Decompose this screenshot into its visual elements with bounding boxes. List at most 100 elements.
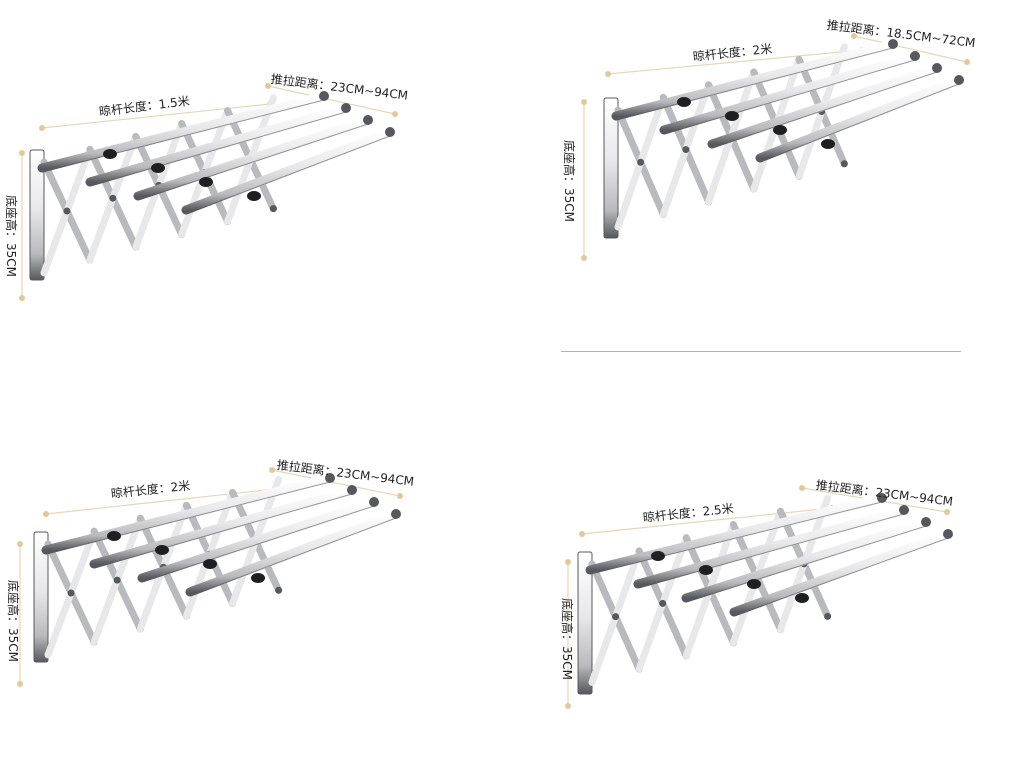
drying-pole bbox=[181, 127, 395, 215]
pole-end-cap bbox=[325, 473, 335, 483]
dimension-line bbox=[271, 469, 401, 497]
dimension-dot bbox=[269, 467, 275, 473]
dimension-dot bbox=[265, 83, 271, 89]
wall-bracket bbox=[603, 97, 619, 239]
pivot-bolt bbox=[67, 589, 75, 597]
pivot-bolt bbox=[63, 207, 71, 215]
dimension-line bbox=[607, 49, 863, 75]
pole-end-cap bbox=[877, 493, 887, 503]
pole-end-cap bbox=[385, 127, 395, 137]
drying-pole bbox=[37, 91, 329, 173]
pole-clamp bbox=[677, 97, 691, 107]
drying-pole bbox=[659, 51, 920, 135]
wall-bracket bbox=[33, 531, 49, 663]
dimension-dot bbox=[579, 531, 585, 537]
pole-end-cap bbox=[910, 51, 920, 61]
dimension-dot bbox=[17, 681, 23, 687]
dimension-line bbox=[267, 85, 396, 115]
product-panel-4: 晾杆长度：2.5米 推拉距离：23CM~94CM 底座高：35CM bbox=[512, 384, 1024, 768]
drying-rack-image bbox=[17, 467, 403, 687]
pole-end-cap bbox=[347, 485, 357, 495]
drying-rack-image bbox=[565, 485, 953, 709]
drying-pole bbox=[89, 485, 357, 569]
pole-clamp bbox=[651, 551, 665, 561]
pole-clamp bbox=[251, 573, 265, 583]
pole-end-cap bbox=[932, 63, 942, 73]
dimension-dot bbox=[565, 559, 571, 565]
pole-shadow bbox=[185, 135, 391, 215]
pivot-bolt bbox=[269, 205, 277, 213]
pole-end-cap bbox=[943, 529, 953, 539]
dimension-dot bbox=[19, 295, 25, 301]
pole-end-cap bbox=[954, 75, 964, 85]
pole-clamp bbox=[203, 559, 217, 569]
drying-rack-image bbox=[19, 83, 398, 301]
pole-shadow bbox=[711, 71, 938, 149]
dimension-dot bbox=[605, 71, 611, 77]
dimension-line bbox=[45, 488, 276, 515]
base-height-label: 底座高：35CM bbox=[6, 580, 20, 663]
pole-end-cap bbox=[369, 497, 379, 507]
drying-pole bbox=[611, 39, 898, 121]
pole-shadow bbox=[137, 123, 369, 201]
dimension-dot bbox=[851, 33, 857, 39]
pole-shadow bbox=[141, 505, 375, 583]
product-panel-1: 晾杆长度：1.5米 推拉距离：23CM~94CM 底座高：35CM bbox=[0, 0, 512, 384]
wall-bracket bbox=[577, 551, 593, 695]
pole-clamp bbox=[199, 177, 213, 187]
pole-clamp bbox=[773, 125, 787, 135]
pole-shadow bbox=[93, 493, 353, 569]
drying-pole bbox=[707, 63, 942, 149]
drying-pole bbox=[137, 497, 379, 583]
drying-pole bbox=[729, 529, 953, 617]
pole-shadow bbox=[733, 537, 949, 617]
product-panel-3: 晾杆长度：2米 推拉距离：23CM~94CM 底座高：35CM bbox=[0, 384, 512, 768]
product-panel-2: 晾杆长度：2米 推拉距离：18.5CM~72CM 底座高：35CM bbox=[512, 0, 1024, 384]
pole-clamp bbox=[795, 593, 809, 603]
dimension-dot bbox=[944, 509, 950, 515]
drying-pole bbox=[85, 103, 351, 187]
pole-shadow bbox=[89, 111, 347, 187]
pole-shadow bbox=[663, 59, 916, 135]
drying-pole bbox=[41, 473, 335, 555]
pole-clamp bbox=[747, 579, 761, 589]
pole-end-cap bbox=[921, 517, 931, 527]
pole-clamp bbox=[247, 191, 261, 201]
pivot-bolt bbox=[840, 160, 848, 168]
divider-line bbox=[561, 351, 961, 352]
pole-end-cap bbox=[899, 505, 909, 515]
pivot-bolt bbox=[113, 576, 121, 584]
pole-clamp bbox=[155, 545, 169, 555]
pole-clamp bbox=[725, 111, 739, 121]
pivot-bolt bbox=[824, 612, 832, 620]
drying-pole bbox=[681, 517, 931, 603]
drying-pole bbox=[185, 509, 401, 597]
pole-shadow bbox=[685, 525, 927, 603]
base-height-label: 底座高：35CM bbox=[560, 598, 574, 681]
pole-end-cap bbox=[319, 91, 329, 101]
pole-shadow bbox=[589, 501, 883, 575]
pole-end-cap bbox=[363, 115, 373, 125]
pole-end-cap bbox=[888, 39, 898, 49]
dimension-line bbox=[853, 35, 968, 63]
pole-clamp bbox=[107, 531, 121, 541]
pole-clamp bbox=[821, 139, 835, 149]
dimension-line bbox=[41, 103, 271, 129]
dimension-dot bbox=[964, 59, 970, 65]
dimension-dot bbox=[392, 111, 398, 117]
drying-pole bbox=[585, 493, 887, 575]
base-height-label: 底座高：35CM bbox=[4, 195, 18, 278]
dimension-dot bbox=[799, 485, 805, 491]
drying-pole bbox=[755, 75, 964, 163]
pole-shadow bbox=[41, 99, 325, 173]
pole-shadow bbox=[615, 47, 894, 121]
pole-clamp bbox=[103, 149, 117, 159]
pivot-bolt bbox=[612, 613, 620, 621]
pole-shadow bbox=[637, 513, 905, 589]
dimension-dot bbox=[43, 511, 49, 517]
base-height-label: 底座高：35CM bbox=[562, 140, 576, 223]
dimension-dot bbox=[581, 255, 587, 261]
pole-shadow bbox=[45, 481, 331, 555]
pivot-bolt bbox=[682, 146, 690, 154]
pole-end-cap bbox=[391, 509, 401, 519]
